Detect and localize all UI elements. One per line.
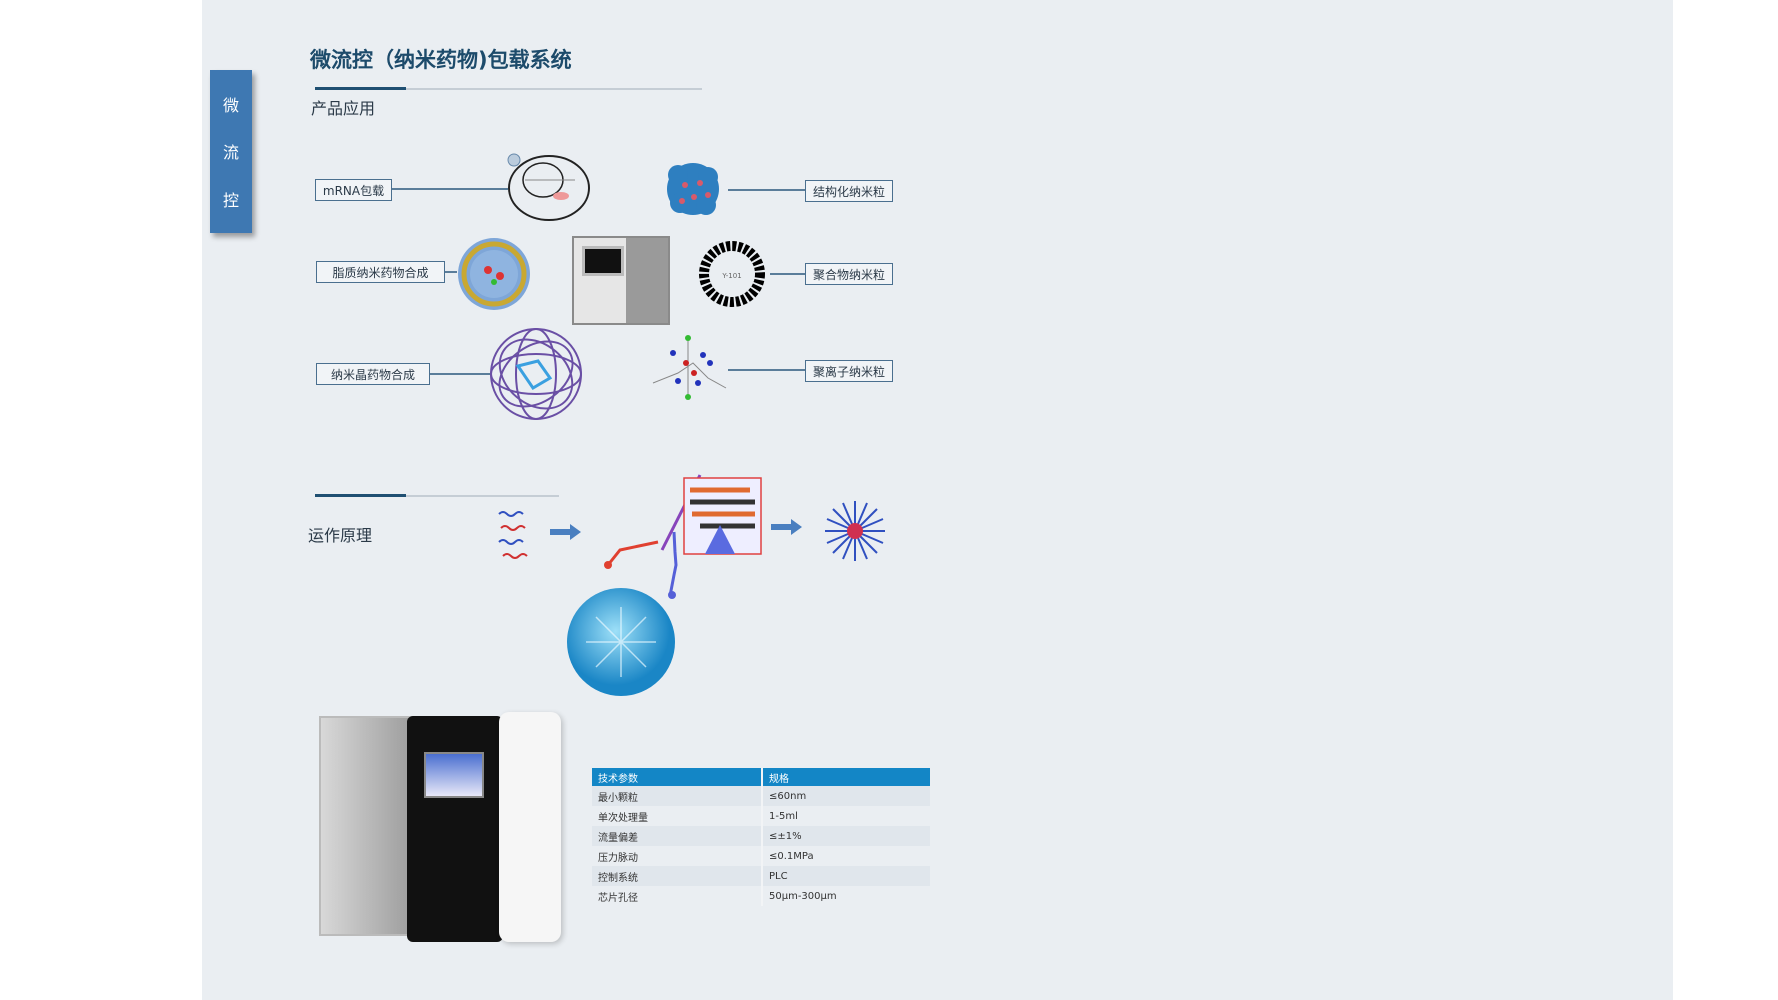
connector (392, 188, 508, 190)
polyion-nanoparticle-image (652, 335, 727, 400)
divider (315, 494, 559, 497)
connector (728, 369, 805, 371)
sidebar-char: 微 (222, 95, 239, 115)
param-cell: 最小颗粒 (592, 786, 762, 806)
spec-cell: ≤0.1MPa (761, 846, 930, 866)
label-lipid: 脂质纳米药物合成 (316, 261, 445, 283)
section-heading-applications: 产品应用 (311, 99, 376, 118)
device-photo (319, 712, 561, 944)
mrna-cell-image (507, 153, 590, 221)
sidebar-char: 流 (222, 143, 239, 163)
label-polymer: 聚合物纳米粒 (805, 263, 893, 285)
column-header: 技术参数 (592, 768, 762, 786)
label-polyion: 聚离子纳米粒 (805, 360, 893, 382)
table-row: 最小颗粒≤60nm (592, 786, 930, 806)
micelle-nanoparticle-image (825, 501, 885, 561)
label-mrna: mRNA包载 (315, 179, 392, 201)
spec-cell: 1-5ml (761, 806, 930, 826)
param-cell: 压力脉动 (592, 846, 762, 866)
mrna-strands-icon (498, 511, 528, 559)
param-cell: 单次处理量 (592, 806, 762, 826)
connector (770, 273, 805, 275)
section-heading-principle: 运作原理 (308, 526, 373, 545)
nanocrystal-image (490, 328, 582, 420)
spec-cell: ≤±1% (761, 826, 930, 846)
lipid-nanoparticle-image (458, 238, 530, 310)
spec-cell: ≤60nm (761, 786, 930, 806)
connector (445, 271, 457, 273)
device-photo-small (572, 236, 670, 325)
table-row: 流量偏差≤±1% (592, 826, 930, 846)
polymer-image-text: Y-101 (721, 272, 741, 280)
table-row: 压力脉动≤0.1MPa (592, 846, 930, 866)
sidebar-tab[interactable]: 微 流 控 (210, 70, 252, 233)
spec-cell: PLC (761, 866, 930, 886)
param-cell: 流量偏差 (592, 826, 762, 846)
microfluidic-chip-image (604, 474, 762, 599)
connector (430, 373, 490, 375)
divider (315, 87, 702, 90)
label-structured: 结构化纳米粒 (805, 180, 893, 202)
arrow-right-icon (771, 519, 802, 535)
column-header: 规格 (761, 768, 930, 786)
param-cell: 芯片孔径 (592, 886, 762, 906)
arrow-right-icon (550, 524, 581, 540)
structured-nanoparticle-image (667, 163, 719, 215)
param-cell: 控制系统 (592, 866, 762, 886)
spec-cell: 50μm-300μm (761, 886, 930, 906)
sidebar-char: 控 (222, 191, 239, 211)
cell-sphere-image (567, 588, 675, 696)
polymer-nanoparticle-image: Y-101 (699, 241, 765, 307)
connector (728, 189, 805, 191)
table-header-row: 技术参数 规格 (592, 768, 930, 786)
page-title: 微流控（纳米药物)包载系统 (310, 48, 572, 72)
label-nanocrystal: 纳米晶药物合成 (316, 363, 430, 385)
